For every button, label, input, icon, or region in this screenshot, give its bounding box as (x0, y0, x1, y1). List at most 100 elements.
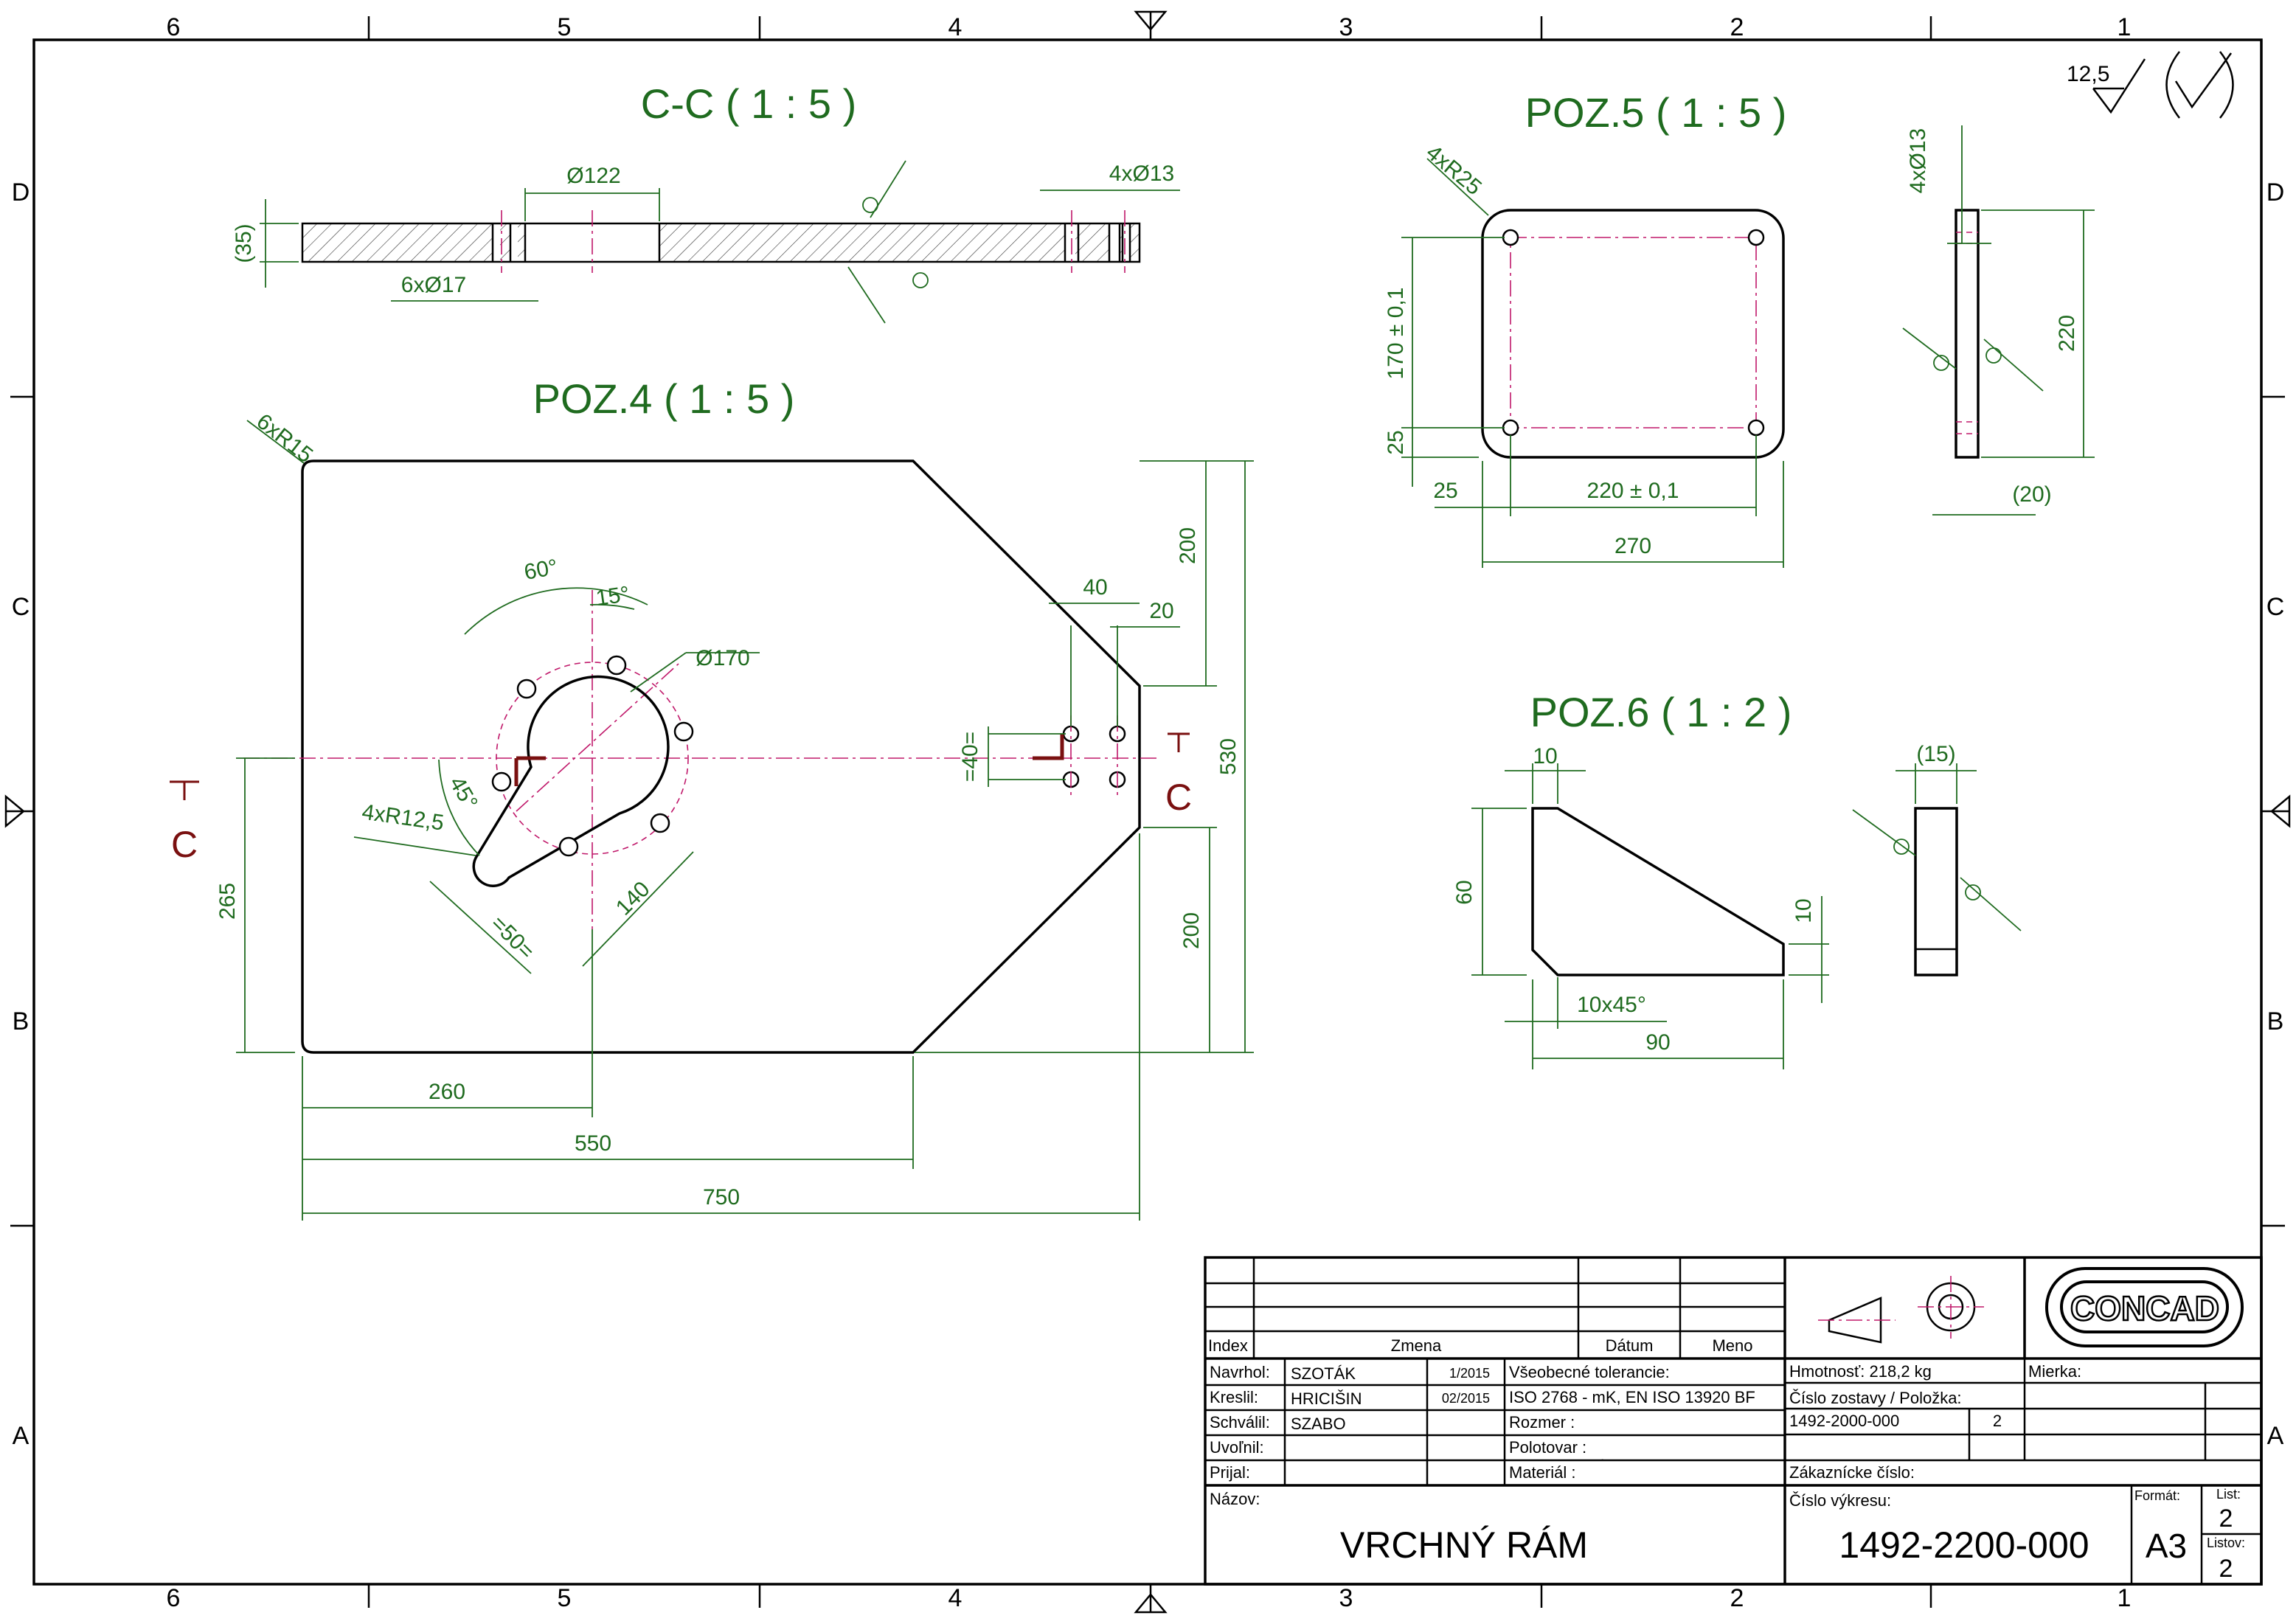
poz6-bracket-outline (1531, 807, 1785, 976)
poz4-keyhole-cutout (472, 675, 670, 887)
dim-poz4-20: 20 (1149, 599, 1173, 623)
tolerances-label: Všeobecné tolerancie: (1509, 1363, 1670, 1381)
dim-cc-d122: Ø122 (566, 164, 620, 188)
rev-header-name: Meno (1712, 1336, 1752, 1355)
person-0: SZOTÁK (1291, 1364, 1356, 1383)
section-cc-view: C-C ( 1 : 5 ) Ø122 4xØ13 (35) 6xØ17 (232, 80, 1180, 324)
dim-poz4-60deg: 60° (522, 555, 559, 584)
dim-poz5-170: 170 ± 0,1 (1384, 288, 1408, 380)
concad-logo: CONCAD (2045, 1267, 2244, 1347)
approvals-table: Navrhol: Kreslil: Schválil: Uvoľnil: Pri… (1205, 1358, 1785, 1487)
rev-header-date: Dátum (1606, 1336, 1654, 1355)
check-roughness-icon (2165, 51, 2234, 119)
poz5-side-outline (1955, 209, 1980, 459)
role-1: Kreslil: (1210, 1388, 1258, 1406)
role-4: Prijal: (1210, 1463, 1250, 1482)
format-value: A3 (2146, 1527, 2187, 1565)
zone-col-bot-1: 6 (167, 1584, 181, 1612)
dim-poz5-25-left: 25 (1384, 430, 1408, 454)
role-0: Navrhol: (1210, 1363, 1270, 1381)
zone-row-right-a: A (2267, 1422, 2284, 1450)
title-block: Index Zmena Dátum Meno Navrhol: Kreslil:… (1204, 1256, 2263, 1586)
name-label: Názov: (1210, 1490, 1260, 1508)
dim-poz6-10-top: 10 (1533, 744, 1557, 768)
dim-poz6-10x45: 10x45° (1577, 993, 1646, 1017)
dim-poz4-750: 750 (703, 1185, 740, 1210)
person-2: SZABO (1291, 1415, 1346, 1433)
rev-header-change: Zmena (1391, 1336, 1442, 1355)
first-angle-projection-icon (1818, 1276, 1984, 1344)
zone-row-right-b: B (2267, 1007, 2284, 1035)
zone-col-top-2: 5 (558, 13, 572, 41)
material-value: ˙ (1600, 1457, 1606, 1475)
dim-cc-4xd13: 4xØ13 (1109, 162, 1174, 186)
customer-number-label: Zákaznícke číslo: (1789, 1463, 1915, 1482)
tolerances-value: ISO 2768 - mK, EN ISO 13920 BF (1509, 1388, 1755, 1406)
date-1: 02/2015 (1442, 1391, 1490, 1406)
poz4-plate-outline (301, 459, 1141, 1054)
zone-col-top-4: 3 (1339, 13, 1353, 41)
dim-poz4-550: 550 (575, 1131, 611, 1156)
date-0: 1/2015 (1449, 1366, 1490, 1381)
section-cc-title: C-C ( 1 : 5 ) (641, 80, 856, 127)
logo-text: CONCAD (2070, 1289, 2219, 1328)
drawing-number-label: Číslo výkresu: (1789, 1491, 1891, 1510)
dim-poz6-60: 60 (1452, 880, 1477, 904)
dim-poz4-530: 530 (1216, 738, 1241, 775)
dim-poz5-270: 270 (1615, 534, 1651, 558)
poz4-title: POZ.4 ( 1 : 5 ) (533, 375, 795, 422)
dim-poz4-200-top: 200 (1176, 527, 1200, 564)
dim-poz5-20: (20) (2012, 482, 2051, 507)
dim-poz5-220: 220 (2055, 315, 2079, 352)
dim-poz6-15: (15) (1916, 742, 1955, 766)
person-1: HRICIŠIN (1291, 1389, 1362, 1408)
poz6-side-outline (1914, 807, 1958, 976)
roughness-value: 12,5 (2067, 62, 2109, 86)
zone-row-left-b: B (13, 1007, 30, 1035)
dim-poz4-260: 260 (429, 1080, 465, 1104)
sheets-label: Listov: (2207, 1535, 2245, 1550)
weight-label: Hmotnosť: 218,2 kg (1789, 1362, 1932, 1381)
dim-poz4-40: 40 (1083, 575, 1107, 600)
zone-col-top-6: 1 (2118, 13, 2132, 41)
poz5-view: POZ.5 ( 1 : 5 ) 4xR25 170 ± 0,1 25 25 22… (1384, 89, 2095, 568)
drawing-number: 1492-2200-000 (1839, 1524, 2089, 1566)
dim-poz5-25-bottom: 25 (1433, 479, 1457, 503)
zone-col-top-5: 2 (1730, 13, 1744, 41)
dim-cc-6xd17: 6xØ17 (401, 273, 466, 297)
dim-poz6-90: 90 (1645, 1030, 1670, 1055)
sheet-label: List: (2216, 1487, 2241, 1502)
dim-poz5-4xd13: 4xØ13 (1906, 128, 1930, 193)
zone-row-left-c: C (12, 593, 30, 621)
revision-table: Index Zmena Dátum Meno (1205, 1257, 2261, 1360)
surface-roughness: 12,5 (2067, 51, 2234, 119)
dim-poz4-265: 265 (215, 883, 240, 920)
role-3: Uvoľnil: (1210, 1438, 1264, 1457)
item-number: 2 (1993, 1412, 2002, 1430)
zone-col-bot-6: 1 (2118, 1584, 2132, 1612)
zone-row-left-a: A (13, 1422, 30, 1450)
dim-poz4-15deg: 15° (594, 582, 631, 611)
size-label: Rozmer : (1509, 1413, 1575, 1432)
scale-label: Mierka: (2028, 1362, 2081, 1381)
zone-col-bot-5: 2 (1730, 1584, 1744, 1612)
part-name: VRCHNÝ RÁM (1340, 1524, 1588, 1566)
sheet-frame (4, 10, 2291, 1614)
dim-poz6-10-right: 10 (1792, 898, 1816, 923)
zone-col-top-1: 6 (167, 13, 181, 41)
material-label: Materiál : (1509, 1463, 1575, 1482)
roughness-symbol (2092, 58, 2146, 114)
zone-col-top-3: 4 (948, 13, 963, 41)
poz6-view: POZ.6 ( 1 : 2 ) 10 60 10 10x45° 90 (15) (1452, 689, 2022, 1069)
poz5-title: POZ.5 ( 1 : 5 ) (1525, 89, 1787, 136)
assembly-number: 1492-2000-000 (1789, 1412, 1899, 1430)
dim-cc-35: (35) (232, 223, 256, 263)
poz5-plate-outline (1481, 209, 1785, 459)
poz6-title: POZ.6 ( 1 : 2 ) (1530, 689, 1792, 735)
dim-poz4-eq40: =40= (958, 732, 982, 782)
zone-col-bot-4: 3 (1339, 1584, 1353, 1612)
sheets-value: 2 (2219, 1555, 2233, 1583)
zone-row-right-c: C (2266, 593, 2285, 621)
zone-row-right-d: D (2266, 178, 2285, 207)
